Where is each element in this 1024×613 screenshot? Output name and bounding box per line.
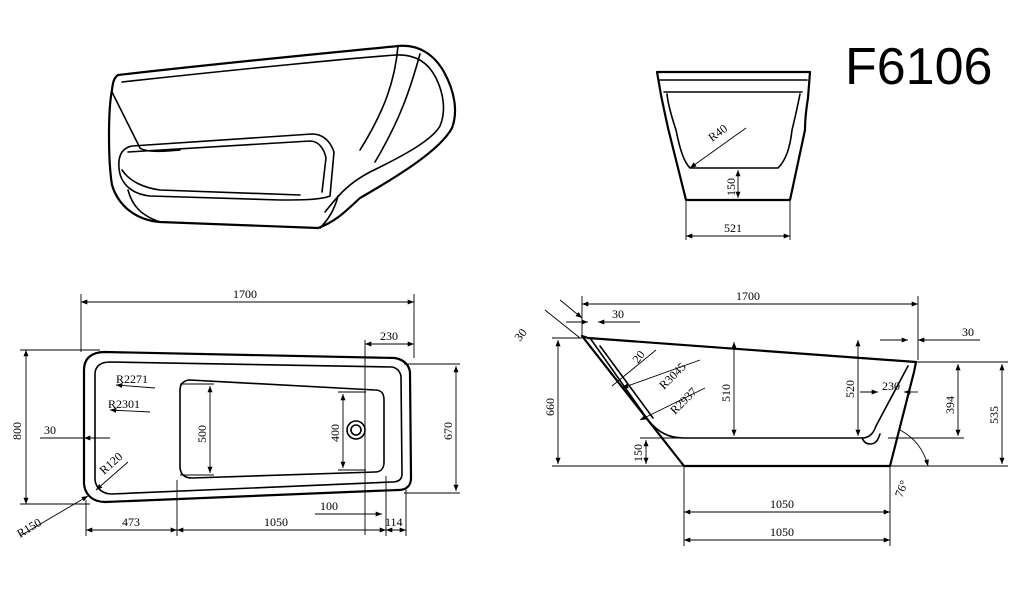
plan-drain-offset-label: 100 bbox=[320, 499, 338, 513]
side-angle-label: 76° bbox=[892, 478, 911, 499]
plan-right-rim-label: 114 bbox=[385, 515, 403, 529]
side-height-label: 660 bbox=[543, 398, 557, 416]
side-right-offset-label: 230 bbox=[882, 379, 900, 393]
side-base-length-inner-label: 1050 bbox=[770, 497, 794, 511]
plan-left-offset-label: 473 bbox=[122, 515, 140, 529]
side-slope-rim-label: 30 bbox=[511, 326, 529, 344]
plan-drain-width-label: 400 bbox=[328, 424, 342, 442]
model-number: F6106 bbox=[845, 38, 992, 96]
side-inner-depth-label: 510 bbox=[719, 384, 733, 402]
side-backrest-radius-label: R3045 bbox=[656, 360, 689, 393]
end-radius-label: R40 bbox=[706, 121, 730, 144]
side-right-height-label: 535 bbox=[987, 406, 1001, 424]
plan-width-label: 800 bbox=[10, 422, 24, 440]
side-rim-left-label: 30 bbox=[612, 307, 624, 321]
end-view: R40 150 521 bbox=[655, 70, 812, 240]
side-view: 1700 30 30 30 20 660 R3045 R2937 150 510… bbox=[511, 289, 1008, 546]
plan-length-label: 1700 bbox=[233, 287, 257, 301]
plan-rim-label: 30 bbox=[44, 423, 56, 437]
plan-basin-width-label: 500 bbox=[195, 425, 209, 443]
side-right-inner-height-label: 394 bbox=[943, 396, 957, 414]
side-rim-height-label: 520 bbox=[843, 380, 857, 398]
plan-right-offset-label: 230 bbox=[380, 329, 398, 343]
plan-right-width-label: 670 bbox=[441, 422, 455, 440]
end-width-label: 521 bbox=[724, 221, 742, 235]
side-length-label: 1700 bbox=[736, 289, 760, 303]
side-base-height-label: 150 bbox=[631, 444, 645, 462]
plan-base-radius-label: R150 bbox=[14, 515, 44, 540]
side-backrest-radius2-label: R2937 bbox=[667, 385, 700, 418]
plan-basin-length-label: 1050 bbox=[264, 515, 288, 529]
plan-corner-radius-label: R120 bbox=[97, 449, 126, 477]
plan-inner-radius-label: R2301 bbox=[108, 397, 140, 411]
side-slope-rim2-label: 20 bbox=[629, 348, 647, 366]
side-rim-right-label: 30 bbox=[962, 325, 974, 339]
plan-view: 1700 230 800 30 R2271 R2301 R120 R150 50… bbox=[10, 287, 460, 541]
end-height-label: 150 bbox=[724, 178, 738, 196]
plan-outer-radius-label: R2271 bbox=[116, 372, 148, 386]
side-base-length-label: 1050 bbox=[770, 525, 794, 539]
isometric-view bbox=[107, 44, 457, 230]
